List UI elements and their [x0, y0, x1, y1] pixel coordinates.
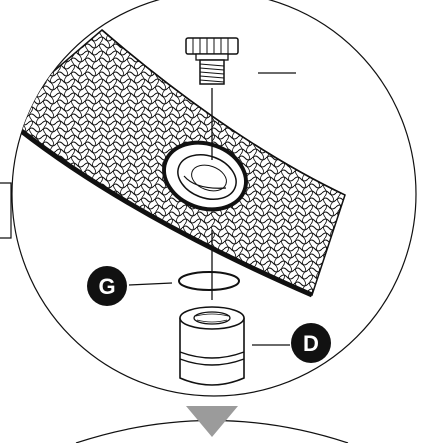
- callout-g-label: G: [98, 274, 115, 299]
- threaded-insert-icon: [180, 307, 244, 385]
- detail-bracket: [0, 183, 11, 238]
- callout-d-label: D: [303, 331, 319, 356]
